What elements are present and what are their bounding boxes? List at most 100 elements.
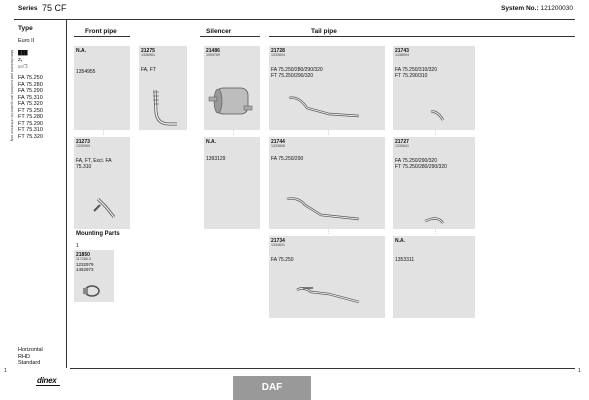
connector-dots: ⋮ [101,130,106,136]
connector-dots: ⋮ [326,229,331,235]
model-item: FA 75.310 [18,94,43,101]
logo-underline [36,385,60,386]
side-note: Manufactured part numbers are quoted for… [10,50,14,142]
axle-icon: ███ [18,50,28,55]
part-application: FA 75.250/310/320 FT 75.290/310 [395,67,437,79]
part-oem: 1333604 [271,53,285,57]
part-application: FA 75.250 [271,257,294,263]
part-application: FA, FT, Excl. FA 75.310 [76,158,112,170]
drive-text: RHD [18,353,30,360]
connector-dots: ⋮ [433,130,438,136]
part-code: 21743 [395,48,409,54]
part-card-21734[interactable]: 21734 1334621 FA 75.250 [269,236,385,318]
section-tail-pipe: Tail pipe [311,28,337,35]
part-card-21743[interactable]: 21743 1338904 FA 75.250/310/320 FT 75.29… [393,46,475,130]
part-oem: 1336981 [141,53,155,57]
connector-dots: ⋮ [231,130,236,136]
tail-pipe-drawing [286,197,360,221]
configuration: Horizontal RHD Standard [18,347,43,367]
tail-pipe-line [269,36,575,37]
part-card-21486[interactable]: 21486 1905769 [204,46,260,130]
brand-badge: DAF [233,376,311,400]
part-ref: 1393129 [206,156,226,162]
part-code: 21486 [206,48,220,54]
section-silencer: Silencer [206,28,232,35]
part-oem: 1339969 [76,144,90,148]
system-number: System No.: 121200030 [501,5,573,12]
part-oem: 1330641 [395,144,409,148]
part-code: 21850 [76,252,90,258]
part-refs: 1232979 1452973 [76,262,94,273]
model-item: FA 75.290 [18,88,43,94]
series-model: 75 CF [42,3,67,13]
model-item: FT 75.310 [18,127,43,133]
part-application: FA 75.250/290 [271,156,304,162]
wheel-icon: Zₓ [18,57,23,62]
silencer-drawing [208,87,253,115]
part-code: N.A. [206,139,216,145]
silencer-line [200,36,260,37]
type-title: Type [18,25,33,32]
part-ref: 1353311 [395,257,415,263]
engine-icon: ≡○❒ [18,64,28,69]
type-sidebar [14,20,67,368]
part-card-na-3[interactable]: N.A. 1353311 [393,236,475,318]
part-ref: 1354955 [76,69,96,75]
part-card-21727[interactable]: 21727 1330641 FA 75.250/290/320 FT 75.25… [393,137,475,229]
model-item: FT 75.320 [18,133,43,140]
model-list: FA 75.250 FA 75.280 FA 75.290 FA 75.310 … [18,75,43,140]
part-application: FA, FT [141,67,156,73]
part-card-na-1[interactable]: N.A. 1354955 [74,46,130,130]
model-item: FT 75.280 [18,114,43,120]
part-oem: 1333606 [271,144,285,148]
front-pipe-drawing [93,197,116,218]
euro-class: Euro II [18,38,35,44]
part-code: 21275 [141,48,155,54]
model-item: FA 75.320 [18,101,43,107]
series-label: Series [18,5,38,12]
part-card-21275[interactable]: 21275 1336981 FA, FT [139,46,187,130]
dinex-logo: dinex [37,376,57,385]
part-code: 21734 [271,238,285,244]
mounting-parts-title: Mounting Parts [76,231,120,237]
model-item: FT 75.290 [18,120,43,127]
mounting-qty: 1 [76,243,79,249]
part-oem: 1338904 [395,53,409,57]
part-card-21850[interactable]: 21850 117286-3 1232979 1452973 [74,250,114,302]
part-oem: 117286-3 [76,257,91,261]
tail-pipe-drawing [424,217,444,224]
part-code: 21728 [271,48,285,54]
part-oem: 1905769 [206,53,220,57]
part-card-na-2[interactable]: N.A. 1393129 [204,137,260,229]
part-code: N.A. [76,48,86,54]
part-code: 21273 [76,139,90,145]
part-card-21728[interactable]: 21728 1333604 FA 75.250/280/290/320 FT 7… [269,46,385,130]
footer-line [70,368,575,369]
part-code: N.A. [395,238,405,244]
front-pipe-line [74,36,130,37]
section-front-pipe: Front pipe [85,28,117,35]
part-oem: 1334621 [271,243,285,247]
model-item: FT 75.250 [18,107,43,114]
part-code: 21727 [395,139,409,145]
part-code: 21744 [271,139,285,145]
layout-text: Horizontal [18,347,43,353]
tail-pipe-drawing [288,96,360,118]
page-number-left: 1 [4,368,7,374]
tail-pipe-drawing [430,110,445,121]
system-label: System No.: [501,5,539,12]
part-card-21744[interactable]: 21744 1333606 FA 75.250/290 [269,137,385,229]
variant-text: Standard [18,360,41,366]
system-value: 121200030 [540,5,573,12]
part-card-21273[interactable]: 21273 1339969 FA, FT, Excl. FA 75.310 [74,137,130,229]
page-number-right: 1 [578,368,581,374]
part-application: FA 75.250/290/320 FT 75.250/280/290/320 [395,158,447,170]
connector-dots: ⋮ [326,130,331,136]
part-application: FA 75.250/280/290/320 FT 75.250/290/320 [271,67,323,79]
front-pipe-drawing [153,89,177,126]
model-item: FA 75.280 [18,81,43,88]
header-bar [14,3,575,20]
clamp-drawing [83,285,100,297]
connector-dots: ⋮ [433,229,438,235]
model-item: FA 75.250 [18,75,43,81]
